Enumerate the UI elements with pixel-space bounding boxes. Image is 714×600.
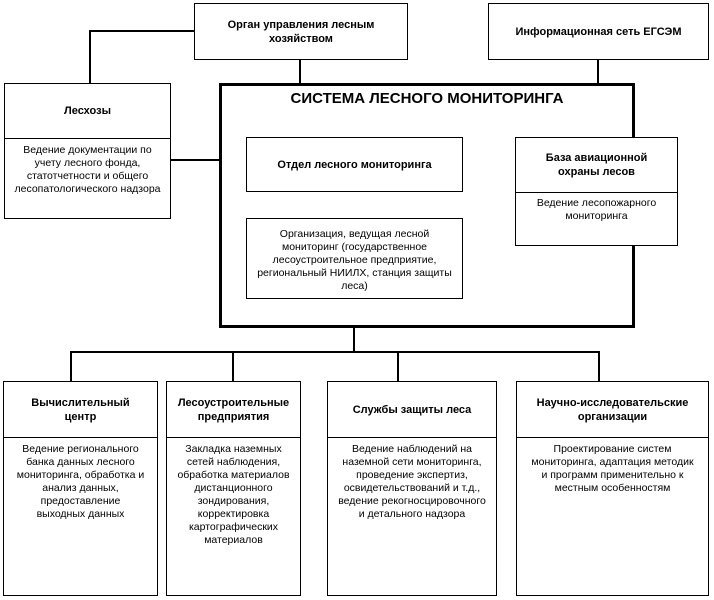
- computing-center-description: Ведение регионального банка данных лесно…: [4, 437, 157, 523]
- computing-center-box: Вычислительный центр Ведение регионально…: [3, 381, 158, 596]
- connector-authority-system: [299, 60, 301, 84]
- department-label: Отдел лесного мониторинга: [277, 158, 432, 171]
- forest-management-description: Закладка наземных сетей наблюдения, обра…: [167, 437, 300, 549]
- research-organizations-title: Научно-исследовательские организации: [536, 396, 689, 423]
- aviation-base-box: База авиационной охраны лесов Ведение ле…: [515, 137, 678, 246]
- connector-bottom-3: [397, 351, 399, 381]
- forest-management-title: Лесоустроительные предприятия: [177, 396, 290, 423]
- monitoring-system-title: СИСТЕМА ЛЕСНОГО МОНИТОРИНГА: [290, 90, 564, 107]
- egsem-network-label: Информационная сеть ЕГСЭМ: [515, 25, 682, 38]
- leskhozy-description: Ведение документации по учету лесного фо…: [5, 138, 170, 218]
- organization-box: Организация, ведущая лесной мониторинг (…: [246, 218, 463, 299]
- forest-management-box: Лесоустроительные предприятия Закладка н…: [166, 381, 301, 596]
- forest-protection-box: Службы защиты леса Ведение наблюдений на…: [327, 381, 497, 596]
- organization-description: Организация, ведущая лесной мониторинг (…: [257, 228, 452, 292]
- aviation-base-title: База авиационной охраны лесов: [545, 152, 648, 178]
- connector-leskhozy-system: [171, 159, 221, 161]
- connector-bottom-4: [598, 351, 600, 381]
- connector-bottom-bus: [70, 351, 600, 353]
- connector-network-system: [597, 60, 599, 84]
- leskhozy-box: Лесхозы Ведение документации по учету ле…: [4, 83, 171, 219]
- department-box: Отдел лесного мониторинга: [246, 137, 463, 192]
- computing-center-title: Вычислительный центр: [31, 396, 130, 423]
- connector-leskhozy-authority: [89, 30, 194, 32]
- connector-bottom-2: [232, 351, 234, 381]
- egsem-network-box: Информационная сеть ЕГСЭМ: [488, 3, 709, 60]
- forest-protection-description: Ведение наблюдений на наземной сети мони…: [328, 437, 496, 523]
- authority-box: Орган управления лесным хозяйством: [194, 3, 408, 60]
- research-organizations-description: Проектирование систем мониторинга, адапт…: [517, 437, 708, 497]
- forest-protection-title: Службы защиты леса: [352, 403, 472, 416]
- leskhozy-title: Лесхозы: [64, 105, 111, 117]
- connector-system-down: [353, 326, 355, 352]
- connector-leskhozy-up: [89, 30, 91, 83]
- authority-label: Орган управления лесным хозяйством: [227, 18, 375, 45]
- aviation-base-description: Ведение лесопожарного мониторинга: [516, 192, 677, 245]
- research-organizations-box: Научно-исследовательские организации Про…: [516, 381, 709, 596]
- connector-bottom-1: [70, 351, 72, 381]
